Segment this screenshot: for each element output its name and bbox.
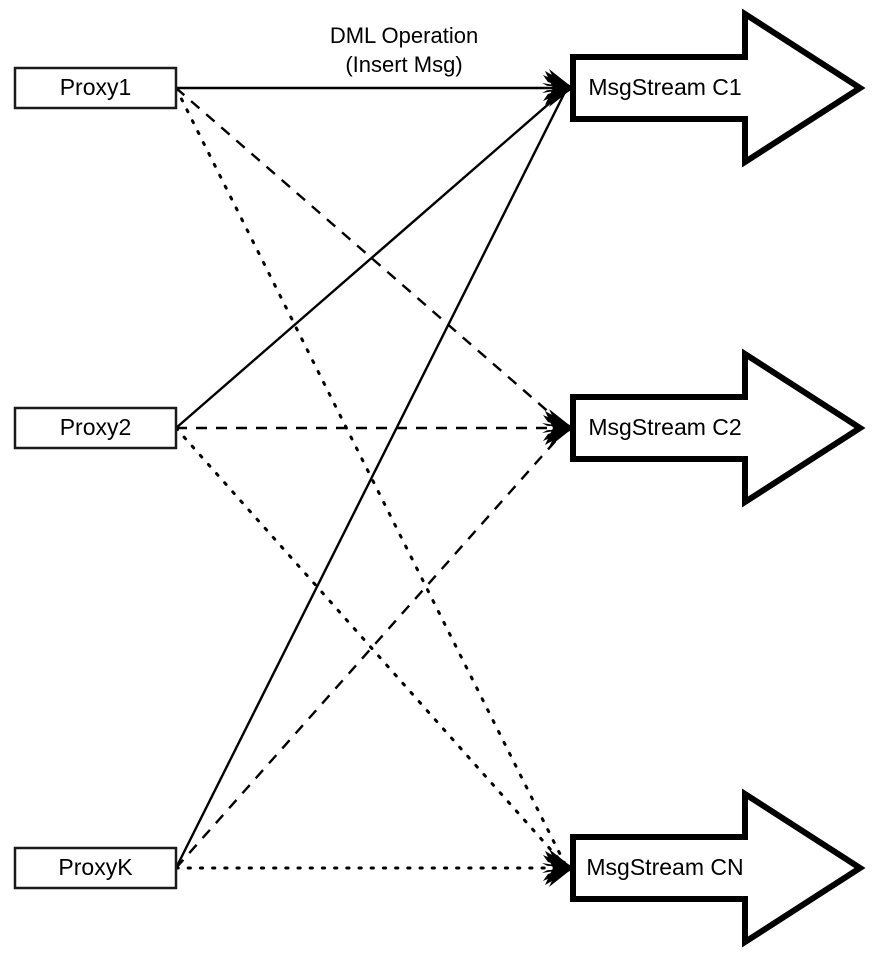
msgstream-arrow-shape (570, 348, 866, 508)
proxy-node-proxy1[interactable]: Proxy1 (13, 66, 178, 110)
msgstream-arrow-shape (570, 788, 866, 948)
msgstream-nodes-layer: MsgStream C1 MsgStream C2 MsgStream CN (570, 8, 866, 948)
msgstream-node-stream_cn[interactable]: MsgStream CN (570, 788, 866, 948)
arrowhead-head_c1 (542, 69, 575, 107)
edge-label-line-2: (Insert Msg) (345, 52, 462, 77)
edges-layer (174, 86, 569, 870)
edge-proxy1-to-stream_cn (174, 86, 569, 870)
msgstream-arrow-shape (570, 8, 866, 168)
edge-proxyk-to-stream_c1 (174, 87, 569, 869)
proxy-box-shape (13, 66, 178, 110)
msgstream-label: MsgStream CN (586, 854, 743, 880)
proxy-label: Proxy2 (60, 414, 132, 440)
proxy-label: Proxy1 (60, 74, 132, 100)
arrowhead-head_c2 (542, 409, 575, 447)
arrowhead-head_cn (542, 849, 575, 887)
msgstream-label: MsgStream C2 (588, 414, 741, 440)
edge-proxy1-to-stream_c2 (175, 87, 568, 429)
edge-proxy2-to-stream_c1 (175, 87, 568, 429)
proxy-box-shape (13, 846, 178, 890)
proxy-label: ProxyK (58, 854, 133, 880)
proxy-box-shape (13, 406, 178, 450)
msgstream-label: MsgStream C1 (588, 74, 741, 100)
edge-proxyk-to-stream_c2 (175, 427, 568, 869)
msgstream-node-stream_c1[interactable]: MsgStream C1 (570, 8, 866, 168)
edge-label-line-1: DML Operation (330, 23, 478, 48)
edge-proxy2-to-stream_cn (174, 426, 569, 870)
proxy-node-proxy2[interactable]: Proxy2 (13, 406, 178, 450)
proxy-node-proxyk[interactable]: ProxyK (13, 846, 178, 890)
edge-label-group: DML Operation (Insert Msg) (330, 23, 478, 77)
msgstream-node-stream_c2[interactable]: MsgStream C2 (570, 348, 866, 508)
arrowheads-layer (542, 69, 575, 887)
